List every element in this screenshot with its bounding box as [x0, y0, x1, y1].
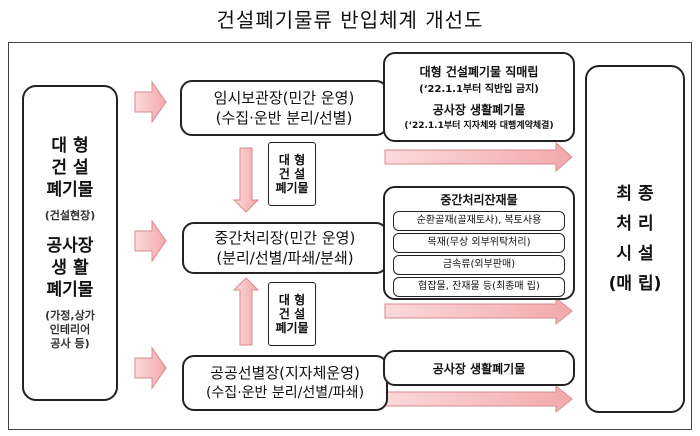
public-output-box: 공사장 생활폐기물	[383, 350, 575, 386]
final-text: 처 리	[616, 214, 654, 234]
arrow-right-icon	[384, 384, 573, 414]
label-text: 대 형	[278, 293, 306, 307]
label-text: 건 설	[278, 167, 306, 181]
final-text: (매 립)	[608, 274, 662, 294]
source-text: 건 설	[51, 158, 89, 178]
source-note: (가정,상가	[45, 309, 95, 322]
temp-storage-box: 임시보관장(민간 운영) (수집·운반 분리/선별)	[180, 80, 388, 136]
source-text: 대 형	[51, 136, 89, 156]
source-text: 공사장	[46, 236, 94, 256]
source-text: 생 활	[51, 258, 89, 278]
arrow-right-icon	[134, 346, 167, 390]
arrow-down-icon	[232, 147, 260, 213]
label-text: 폐기물	[275, 321, 309, 335]
final-disposal-box: 최 종 처 리 시 설 (매 립)	[585, 65, 685, 413]
intermediate-box: 중간처리장(민간 운영) (분리/선별/파쇄/분쇄)	[182, 222, 388, 274]
arrow-right-icon	[384, 296, 573, 326]
box-text: 공사장 생활폐기물	[432, 361, 526, 376]
box-text: 임시보관장(민간 운영)	[213, 89, 355, 107]
box-text: 중간처리장(민간 운영)	[214, 229, 356, 247]
source-text: 폐기물	[46, 280, 94, 300]
box-text: 공공선별장(지자체운영)	[210, 364, 360, 382]
box-note: (‘22.1.1부터 지자체와 대행계약체결)	[404, 121, 554, 131]
box-text: (분리/선별/파쇄/분쇄)	[216, 249, 354, 267]
source-note: 공사 등)	[50, 337, 90, 350]
direct-landfill-box: 대형 건설폐기물 직매립 (‘22.1.1부터 직반입 금지) 공사장 생활폐기…	[383, 52, 575, 142]
up-label-box: 대 형 건 설 폐기물	[268, 282, 316, 346]
box-text: (수집·운반 분리/선별/파쇄)	[205, 385, 365, 401]
source-note: 인테리어	[49, 323, 91, 336]
arrow-right-icon	[384, 141, 573, 173]
arrow-right-icon	[134, 219, 167, 263]
residue-title: 중간처리잔재물	[440, 193, 518, 207]
down-label-box: 대 형 건 설 폐기물	[268, 142, 316, 206]
label-text: 대 형	[278, 153, 306, 167]
final-text: 최 종	[616, 184, 654, 204]
box-text: (수집·운반 분리/선별)	[215, 109, 353, 127]
residue-item: 목재(무상 외부위탁처리)	[393, 233, 565, 253]
residue-item: 순환골재(골재토사), 복토사용	[393, 211, 565, 231]
residue-box: 중간처리잔재물 순환골재(골재토사), 복토사용 목재(무상 외부위탁처리) 금…	[383, 186, 575, 300]
diagram-title: 건설폐기물류 반입체계 개선도	[216, 8, 484, 32]
diagram-frame	[8, 42, 692, 430]
box-text: 대형 건설폐기물 직매립	[419, 65, 539, 79]
waste-source-box: 대 형 건 설 폐기물 (건설현장) 공사장 생 활 폐기물 (가정,상가 인테…	[22, 85, 118, 401]
public-sorting-box: 공공선별장(지자체운영) (수집·운반 분리/선별/파쇄)	[182, 355, 388, 411]
residue-item: 금속류(외부판매)	[393, 255, 565, 275]
arrow-right-icon	[134, 80, 167, 124]
source-note: (건설현장)	[44, 209, 96, 222]
source-text: 폐기물	[46, 180, 94, 200]
arrow-up-icon	[232, 277, 260, 346]
label-text: 폐기물	[275, 181, 309, 195]
label-text: 건 설	[278, 307, 306, 321]
final-text: 시 설	[616, 244, 654, 264]
residue-item: 협잡물, 잔재물 등(최종매 립)	[393, 277, 565, 297]
box-note: (‘22.1.1부터 직반입 금지)	[419, 84, 539, 95]
box-text: 공사장 생활폐기물	[432, 103, 526, 117]
